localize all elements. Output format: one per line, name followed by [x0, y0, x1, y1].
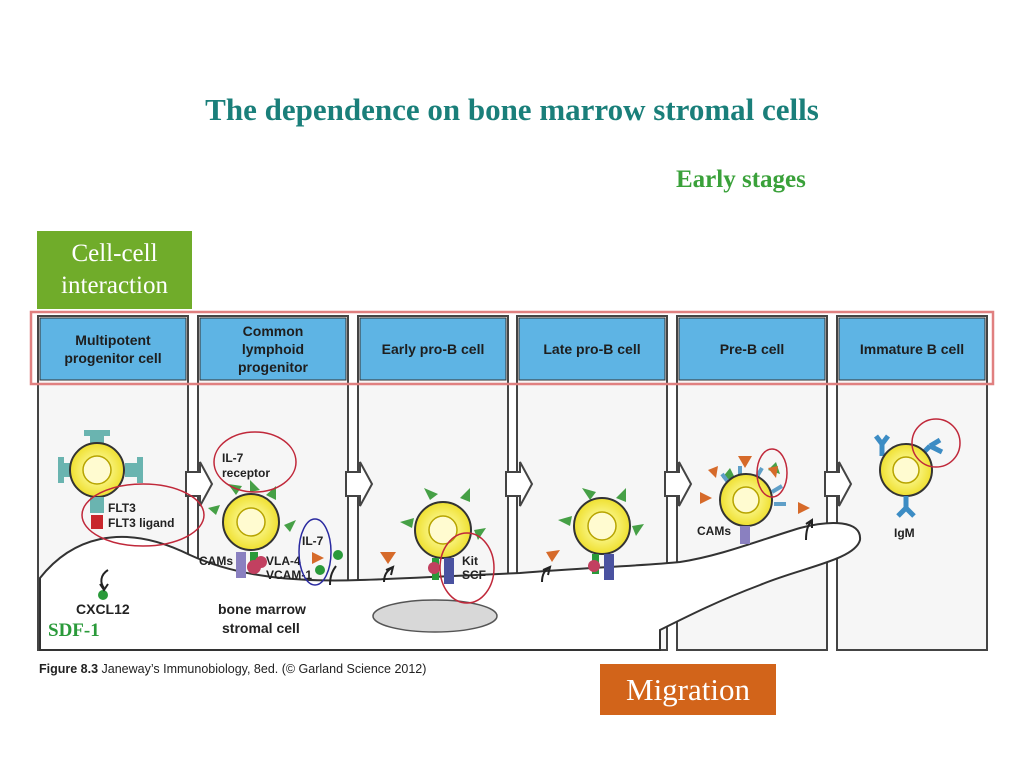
stage-header-1-line-2: progenitor cell: [64, 350, 161, 366]
slide-title: The dependence on bone marrow stromal ce…: [205, 92, 819, 127]
label-il7-receptor-2: receptor: [222, 466, 270, 480]
stage-headers: Multipotent progenitor cell Common lymphoid…: [39, 317, 986, 381]
label-igm: IgM: [894, 526, 915, 540]
stage-header-6-line-1: Immature B cell: [860, 341, 964, 357]
stage-header-3-line-1: Early pro-B cell: [382, 341, 485, 357]
header-highlight-box: [29, 310, 995, 386]
stage-header-5-line-1: Pre-B cell: [720, 341, 785, 357]
label-vcam1: VCAM-1: [266, 568, 312, 582]
label-cams-1: CAMs: [199, 554, 233, 568]
stage-header-2-line-2: lymphoid: [242, 341, 304, 357]
label-vla4: VLA-4: [266, 554, 301, 568]
slide-subtitle: Early stages: [676, 166, 806, 193]
label-flt3-ligand: FLT3 ligand: [108, 516, 174, 530]
label-kit: Kit: [462, 554, 478, 568]
label-cxcl12: CXCL12: [76, 601, 130, 617]
common-lymphoid-progenitor-cell: [208, 480, 343, 586]
multipotent-progenitor-cell: [58, 430, 143, 600]
stage-header-4-line-1: Late pro-B cell: [543, 341, 640, 357]
highlight-pre-b-receptor: [756, 448, 788, 498]
progression-arrows: [185, 461, 853, 507]
label-il7: IL-7: [302, 534, 324, 548]
stromal-cell-nucleus: [372, 599, 498, 633]
immature-b-cell: [874, 434, 944, 518]
stage-header-2-line-1: Common: [243, 323, 304, 339]
label-stromal-1: bone marrow: [218, 601, 306, 617]
highlight-il7: [298, 518, 332, 586]
label-scf: SCF: [462, 568, 486, 582]
figure-caption: Figure 8.3 Janeway’s Immunobiology, 8ed.…: [39, 662, 426, 676]
cell-cell-interaction-tag: Cell-cell interaction: [37, 231, 192, 309]
late-pro-b-cell: [541, 488, 644, 583]
figure-source: Janeway’s Immunobiology, 8ed. (© Garland…: [98, 662, 427, 676]
label-cams-2: CAMs: [697, 524, 731, 538]
label-stromal-2: stromal cell: [222, 620, 300, 636]
stage-header-2-line-3: progenitor: [238, 359, 309, 375]
figure-number: Figure 8.3: [39, 662, 99, 676]
stage-header-1-line-1: Multipotent: [75, 332, 151, 348]
label-sdf1: SDF-1: [48, 620, 100, 641]
highlight-igm: [911, 418, 961, 468]
stromal-tissue: [39, 522, 862, 651]
label-flt3: FLT3: [108, 501, 136, 515]
highlight-kit-scf: [439, 532, 495, 604]
migration-tag: Migration: [600, 664, 776, 715]
highlight-flt3: [81, 483, 205, 547]
label-il7-receptor-1: IL-7: [222, 451, 244, 465]
highlight-il7-receptor: [213, 431, 297, 493]
early-pro-b-cell: [380, 488, 486, 584]
